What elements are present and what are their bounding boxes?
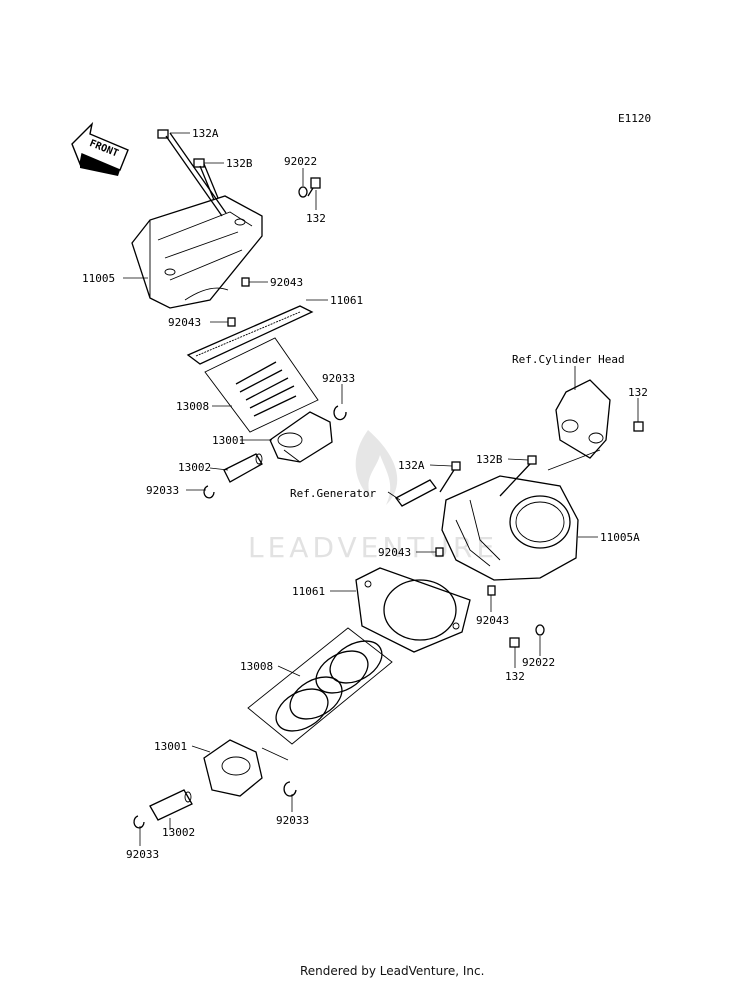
callout-92022-bottom: 92022 xyxy=(522,656,555,669)
footer-credit: Rendered by LeadVenture, Inc. xyxy=(300,964,484,978)
callout-13008-bottom: 13008 xyxy=(240,660,273,673)
gasket-11061-top-icon xyxy=(186,305,314,365)
dowel-92043-a-icon xyxy=(241,277,250,287)
washer-92022-icon xyxy=(298,186,308,198)
diagram-code: E1120 xyxy=(618,112,651,125)
snap-ring-92033-d-icon xyxy=(133,815,145,829)
callout-132a-top: 132A xyxy=(192,127,219,140)
callout-92043-mid: 92043 xyxy=(378,546,411,559)
callout-11061-top: 11061 xyxy=(330,294,363,307)
callout-92033-bottom-left: 92033 xyxy=(126,848,159,861)
callout-92043-bottom: 92043 xyxy=(476,614,509,627)
callout-132a-mid: 132A xyxy=(398,459,425,472)
ref-cylinder-head-label: Ref.Cylinder Head xyxy=(512,353,625,366)
snap-ring-92033-c-icon xyxy=(283,781,297,797)
piston-13001-bottom-icon xyxy=(203,739,263,797)
ref-generator-label: Ref.Generator xyxy=(290,487,376,500)
bolt-132a-icon xyxy=(157,129,227,217)
callout-132-bottom: 132 xyxy=(505,670,525,683)
dowel-92043-d-icon xyxy=(487,585,496,596)
callout-13008-top: 13008 xyxy=(176,400,209,413)
callout-13002-bottom: 13002 xyxy=(162,826,195,839)
callout-11005: 11005 xyxy=(82,272,115,285)
ref-generator-icon xyxy=(395,479,437,507)
leader-lines xyxy=(123,132,639,846)
bolt-132-bottom-icon xyxy=(509,637,520,648)
callout-132-top: 132 xyxy=(306,212,326,225)
callout-11005a: 11005A xyxy=(600,531,640,544)
callout-92022-top: 92022 xyxy=(284,155,317,168)
callout-labels: 132A 132B 92022 132 11005 92043 11061 92… xyxy=(82,127,648,861)
ring-set-13008-bottom-icon xyxy=(247,627,393,745)
bolt-132b-mid-icon xyxy=(499,455,537,497)
cylinder-11005-icon xyxy=(131,195,263,309)
piston-13001-top-icon xyxy=(269,411,333,463)
callout-132b-mid: 132B xyxy=(476,453,503,466)
callout-92033-top-right: 92033 xyxy=(322,372,355,385)
gasket-11061-bottom-icon xyxy=(355,567,471,653)
bolt-132-right-icon xyxy=(633,421,644,432)
dowel-92043-b-icon xyxy=(227,317,236,327)
piston-pin-13002-bottom-icon xyxy=(149,789,193,821)
piston-pin-13002-top-icon xyxy=(223,453,263,483)
callout-11061-bottom: 11061 xyxy=(292,585,325,598)
callout-132b-top: 132B xyxy=(226,157,253,170)
cylinder-11005a-icon xyxy=(441,475,579,581)
callout-92043-top-right: 92043 xyxy=(270,276,303,289)
snap-ring-92033-a-icon xyxy=(333,405,347,421)
callout-13001-bottom: 13001 xyxy=(154,740,187,753)
front-arrow-icon: FRONT xyxy=(71,121,129,176)
washer-92022-bottom-icon xyxy=(535,624,545,636)
bolt-132-icon xyxy=(307,177,321,197)
callout-132-right: 132 xyxy=(628,386,648,399)
callout-92043-top-left: 92043 xyxy=(168,316,201,329)
snap-ring-92033-b-icon xyxy=(203,485,215,499)
callout-92033-top-left: 92033 xyxy=(146,484,179,497)
callout-13002-top: 13002 xyxy=(178,461,211,474)
watermark: LEADVENTURE xyxy=(248,430,498,564)
callout-13001-top: 13001 xyxy=(212,434,245,447)
watermark-text: LEADVENTURE xyxy=(248,531,498,564)
ref-cylinder-head-icon xyxy=(555,379,611,459)
bolt-132a-mid-icon xyxy=(439,461,461,493)
callout-92033-bottom-right: 92033 xyxy=(276,814,309,827)
ring-set-13008-top-icon xyxy=(204,337,319,433)
